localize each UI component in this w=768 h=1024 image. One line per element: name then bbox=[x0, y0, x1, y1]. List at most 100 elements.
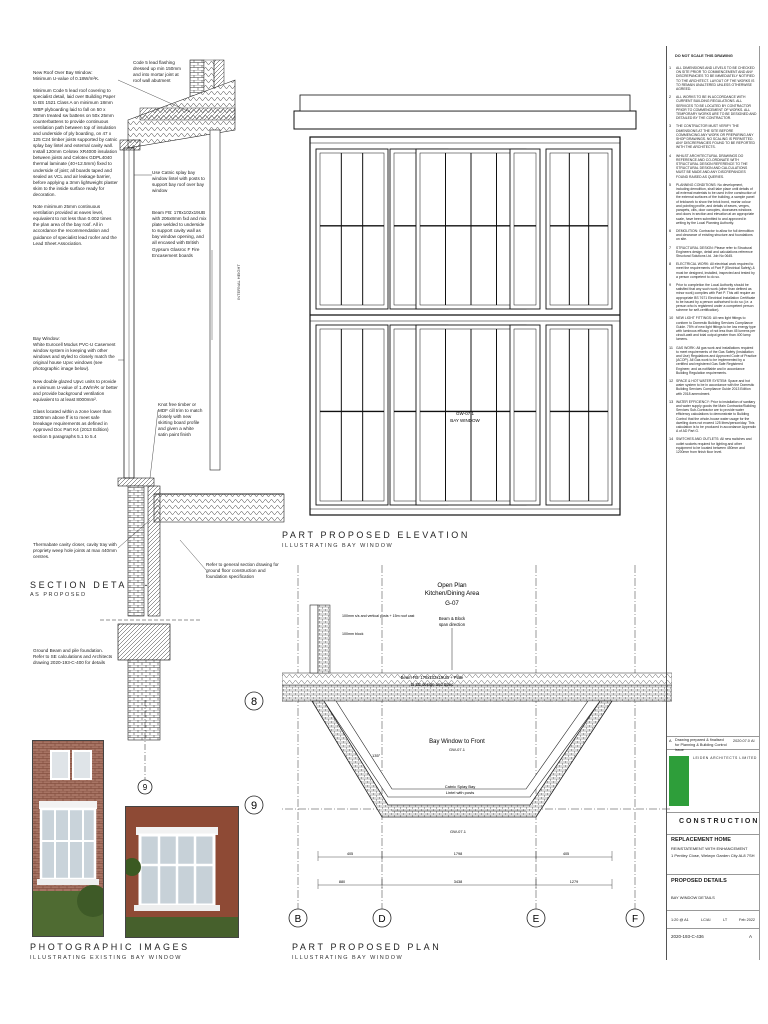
plan-beam-note2: span direction bbox=[439, 622, 466, 627]
note-text: WHILST ARCHITECTURAL DRAWINGS DO REFEREN… bbox=[676, 153, 748, 179]
grid-bubble-8 bbox=[244, 691, 264, 711]
note-text: SPACE & HOT WATER SYSTEM: Space and hot … bbox=[676, 379, 755, 396]
drawing-drawn-by: LC/AI bbox=[701, 918, 711, 922]
ground-beam bbox=[117, 623, 171, 661]
flashing-note: Code 5 lead flashing dressed up min 150m… bbox=[133, 60, 182, 84]
elevation-title: PART PROPOSED ELEVATION bbox=[282, 530, 471, 540]
window-sill bbox=[117, 477, 155, 487]
plan-bay-inner bbox=[323, 700, 601, 798]
roof-joist bbox=[139, 107, 236, 121]
plan-beam-spec: Beam FB: 178x102x19UB + Plate bbox=[401, 675, 464, 680]
elevation-glass-0-0 bbox=[319, 152, 385, 306]
svg-text:Lintel with posts: Lintel with posts bbox=[446, 790, 474, 795]
ground-beam-note: Ground Beam and pile foundation. Refer t… bbox=[33, 648, 113, 666]
grid-label-E: E bbox=[533, 914, 540, 925]
section-drawing: INTERNAL HEIGHT 9 bbox=[100, 59, 285, 795]
plan-dimension-3: 880 bbox=[339, 880, 345, 884]
plan-main-wall-insulation bbox=[282, 672, 672, 686]
notes-header: DO NOT SCALE THIS DRAWING bbox=[675, 54, 733, 58]
plan-drawing: Open Plan Kitchen/Dining Area G-07 Beam … bbox=[282, 565, 672, 928]
drawing-revision: A bbox=[749, 934, 753, 939]
svg-text:9: 9 bbox=[143, 783, 148, 792]
plan-subtitle: ILLUSTRATING BAY WINDOW bbox=[292, 955, 404, 961]
lintel-note: Use Catnic splay bay window lintel with … bbox=[152, 170, 205, 194]
grid-bubble-9-section bbox=[137, 779, 153, 795]
note-number: 8 bbox=[669, 262, 672, 267]
note-number: 13 bbox=[669, 399, 674, 404]
plan-dimension-0: 405 bbox=[347, 852, 353, 856]
plan-angle: 135° bbox=[372, 753, 381, 758]
grid-label-8: 8 bbox=[251, 696, 257, 708]
note-text: NEW LIGHT FITTINGS: All new light fittin… bbox=[676, 316, 756, 342]
elevation-roof-fascia bbox=[293, 110, 637, 130]
note-text: Prior to completion the Local Authority … bbox=[676, 282, 756, 313]
photo-existing-bay-2 bbox=[125, 806, 239, 938]
note-number: 10 bbox=[669, 316, 674, 321]
grid-bubble-9 bbox=[244, 795, 264, 815]
project-name: REPLACEMENT HOME bbox=[671, 837, 731, 843]
project-status: CONSTRUCTION bbox=[679, 818, 760, 825]
cavity-tray-note: Thermabate cavity closer, cavity tray wi… bbox=[33, 542, 117, 560]
grid-bubble-B bbox=[288, 908, 308, 928]
foundation-ref-note: Refer to general section drawing for gro… bbox=[206, 562, 279, 580]
plan-beam-note: Beam & Block bbox=[439, 616, 466, 621]
roof-notes: New Roof Over Bay Window: Minimum U-valu… bbox=[33, 70, 118, 246]
beam-note: Beam FB: 178x102x19UB with 206x8mm fxd a… bbox=[152, 210, 207, 258]
note-number: 4 bbox=[669, 153, 672, 158]
internal-wall bbox=[209, 129, 221, 471]
plan-bay-outer bbox=[311, 700, 613, 818]
plan-window-id: GW-07.1 bbox=[450, 829, 467, 834]
plan-room-id: G-07 bbox=[445, 600, 459, 607]
elevation-glass-4-1 bbox=[549, 328, 609, 502]
note-number: 12 bbox=[669, 379, 674, 383]
elevation-glass-0-1 bbox=[319, 328, 385, 502]
note-number: 2 bbox=[669, 95, 672, 100]
note-text: STRUCTURAL DESIGN: Please refer to Struc… bbox=[676, 245, 753, 258]
plan-lintel-note: Catnic Splay Bay bbox=[445, 784, 475, 789]
floor-slab bbox=[153, 493, 285, 523]
sill-note: Knot free timber or MDF cill trim to mat… bbox=[158, 402, 203, 438]
elevation-sash-0-1 bbox=[315, 324, 389, 506]
note-text: SWITCHES AND OUTLETS: All new switches a… bbox=[676, 437, 752, 455]
grid-label-B: B bbox=[295, 914, 302, 925]
architect-logo-block: LEIDEN ARCHITECTS LIMITED bbox=[667, 752, 759, 813]
note-text: ALL DIMENSIONS AND LEVELS TO BE CHECKED … bbox=[676, 66, 755, 92]
revision-by: AI bbox=[751, 739, 755, 743]
drawing-scale: 1:20 @ A1 bbox=[671, 918, 689, 922]
grid-label-F: F bbox=[632, 914, 638, 925]
drawing-title: PROPOSED DETAILS bbox=[671, 878, 727, 884]
pile bbox=[127, 659, 161, 741]
elevation-window-label: GW-07.1 bbox=[456, 411, 474, 416]
note-number: 11 bbox=[669, 345, 673, 350]
photo-existing-bay-1 bbox=[32, 740, 104, 937]
plan-bay-label: Bay Window to Front bbox=[429, 739, 485, 745]
project-address: 1 Pentley Close, Welwyn Garden City AL8 … bbox=[671, 853, 755, 858]
plan-title: PART PROPOSED PLAN bbox=[292, 942, 442, 952]
svg-text:to SE design and Spec: to SE design and Spec bbox=[411, 682, 454, 687]
note-number: 6 bbox=[669, 228, 672, 233]
revision-description: Drawing prepared & finalised for Plannin… bbox=[675, 738, 727, 752]
plan-grid-h-bubbles: 89 bbox=[244, 691, 264, 815]
window-notes: Bay Window: White Eurocell Modus PVC-U C… bbox=[33, 336, 118, 439]
drawing-checked-by: LT bbox=[723, 918, 728, 922]
drawing-number: 2020-193-C-436 bbox=[671, 934, 704, 939]
note-text: GAS WORK: All gas work and installations… bbox=[676, 345, 757, 375]
grid-bubble-D bbox=[372, 908, 392, 928]
plan-wall-note: 100mm s/s and vertical posts + 15m roof … bbox=[342, 614, 414, 618]
architect-name: LEIDEN ARCHITECTS LIMITED bbox=[693, 756, 757, 760]
revision-letter: A bbox=[669, 739, 672, 743]
note-text: PLANNING CONDITIONS: No development, inc… bbox=[676, 182, 757, 225]
